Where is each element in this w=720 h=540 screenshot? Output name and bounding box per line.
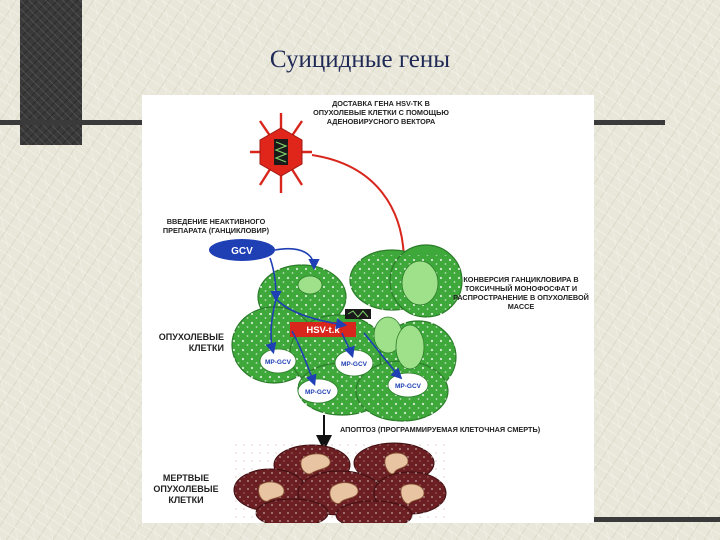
slide-title: Суицидные гены (269, 46, 451, 73)
label-dead-cells: МЕРТВЫЕ ОПУХОЛЕВЫЕ КЛЕТКИ (153, 473, 219, 505)
ganciclovir-pill: GCV (209, 239, 275, 261)
adenovirus-vector (250, 113, 312, 193)
label-tumor-cells: ОПУХОЛЕВЫЕ КЛЕТКИ (158, 332, 224, 353)
tumor-cell-mass: HSV-t.k MP-GCV MP-GCV MP-GCV MP-GCV (231, 244, 472, 425)
label-vector-delivery: ДОСТАВКА ГЕНА HSV-tk В ОПУХОЛЕВЫЕ КЛЕТКИ… (313, 99, 449, 126)
suicide-gene-diagram: HSV-t.k MP-GCV MP-GCV MP-GCV MP-GCV GCV (142, 95, 594, 523)
hsv-tk-label: HSV-t.k (306, 325, 340, 336)
mp-gcv-label-4: MP-GCV (395, 383, 422, 390)
decorative-bottom-line (590, 517, 720, 522)
label-drug-injection: ВВЕДЕНИЕ НЕАКТИВНОГО ПРЕПАРАТА (ГАНЦИКЛО… (162, 217, 270, 235)
vector-delivery-arrow (311, 154, 412, 267)
dead-cell-mass (230, 442, 450, 523)
gcv-label: GCV (231, 246, 253, 257)
mp-gcv-label-1: MP-GCV (265, 359, 292, 366)
label-gcv-conversion: КОНВЕРСИЯ ГАНЦИКЛОВИРА В ТОКСИЧНЫЙ МОНОФ… (453, 275, 589, 311)
label-apoptosis: АПОПТОЗ (ПРОГРАММИРУЕМАЯ КЛЕТОЧНАЯ СМЕРТ… (340, 425, 541, 434)
gcv-arrows (265, 248, 403, 386)
mp-gcv-label-2: MP-GCV (341, 361, 368, 368)
mp-gcv-label-3: MP-GCV (305, 389, 332, 396)
diagram-drawing: HSV-t.k MP-GCV MP-GCV MP-GCV MP-GCV GCV (209, 113, 472, 523)
